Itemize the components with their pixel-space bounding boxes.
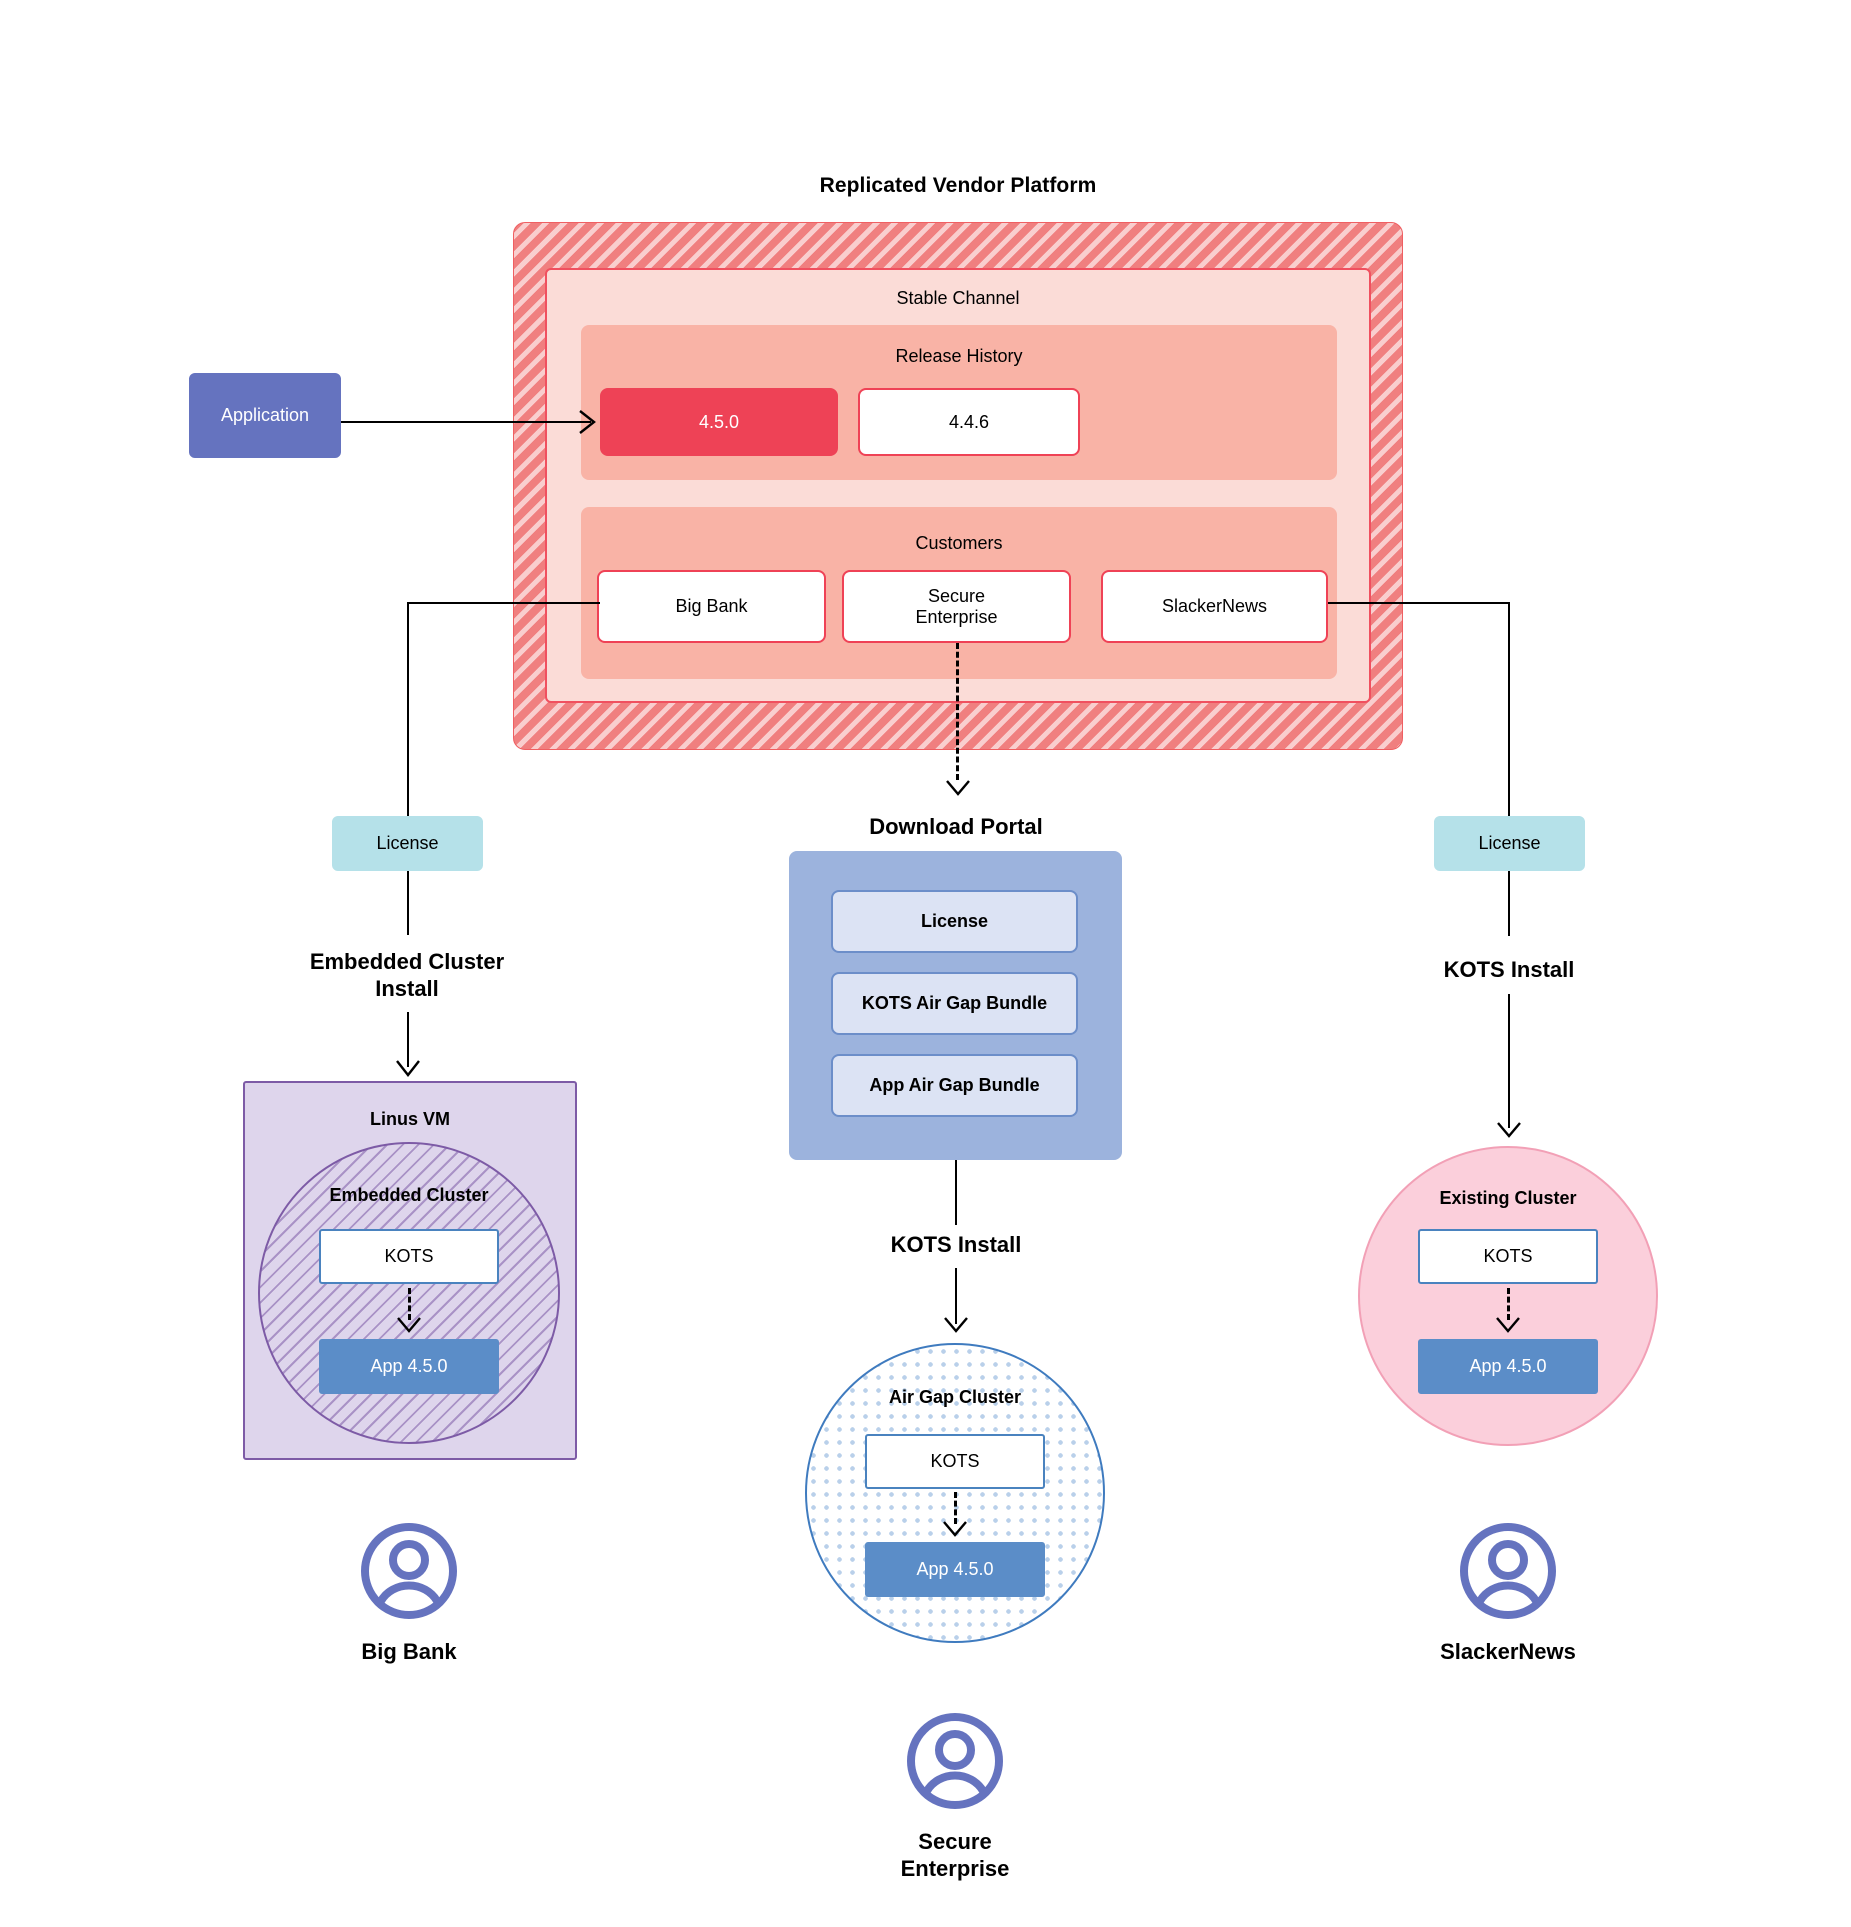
download-portal-title: Download Portal: [869, 814, 1043, 840]
left-install-label-line2: Install: [375, 976, 439, 1001]
arrowhead-to-download-portal: [946, 780, 970, 796]
license-badge-left[interactable]: License: [332, 816, 483, 871]
connector-kots-to-app-right: [1507, 1288, 1510, 1320]
connector-portal-vertical-lower: [955, 1268, 957, 1324]
kots-box-right[interactable]: KOTS: [1418, 1229, 1598, 1284]
customer-card-big-bank[interactable]: Big Bank: [597, 570, 826, 643]
portal-item-kots-air-gap-bundle[interactable]: KOTS Air Gap Bundle: [831, 972, 1078, 1035]
customer-card-line1: Secure: [927, 585, 986, 606]
persona-label-slackernews: SlackerNews: [1440, 1639, 1576, 1665]
connector-bigbank-horizontal: [408, 602, 600, 604]
connector-slackernews-vertical-lower: [1508, 994, 1510, 1128]
release-item-previous[interactable]: 4.4.6: [858, 388, 1080, 456]
arrowhead-to-existing-cluster: [1497, 1122, 1521, 1138]
page-title: Replicated Vendor Platform: [819, 174, 1097, 197]
app-version-box-right[interactable]: App 4.5.0: [1418, 1339, 1598, 1394]
connector-kots-to-app-center: [954, 1492, 957, 1524]
persona-label-line1: Secure: [918, 1828, 992, 1854]
portal-item-app-air-gap-bundle[interactable]: App Air Gap Bundle: [831, 1054, 1078, 1117]
stable-channel-label: Stable Channel: [896, 287, 1020, 308]
connector-slackernews-horizontal: [1328, 602, 1509, 604]
connector-slackernews-vertical-mid: [1508, 871, 1510, 936]
customer-card-line2: Enterprise: [915, 606, 998, 627]
portal-item-license[interactable]: License: [831, 890, 1078, 953]
release-item-current[interactable]: 4.5.0: [600, 388, 838, 456]
connector-kots-to-app-left: [408, 1288, 411, 1320]
arrowhead-kots-to-app-center: [943, 1521, 967, 1537]
app-version-box-center[interactable]: App 4.5.0: [865, 1542, 1045, 1597]
release-history-label: Release History: [895, 345, 1023, 366]
connector-bigbank-vertical-lower: [407, 1012, 409, 1067]
customer-card-slackernews[interactable]: SlackerNews: [1101, 570, 1328, 643]
connector-secure-enterprise-to-portal: [956, 643, 959, 780]
arrowhead-to-air-gap-cluster: [944, 1317, 968, 1333]
embedded-cluster-label: Embedded Cluster: [329, 1184, 489, 1205]
persona-label-line2: Enterprise: [900, 1856, 1010, 1881]
persona-label-big-bank: Big Bank: [361, 1639, 457, 1665]
existing-cluster-label: Existing Cluster: [1439, 1187, 1577, 1208]
kots-box-left[interactable]: KOTS: [319, 1229, 499, 1284]
left-install-label: Embedded Cluster Install: [257, 945, 557, 1005]
persona-avatar-big-bank: [359, 1521, 459, 1621]
connector-portal-vertical-upper: [955, 1160, 957, 1225]
persona-label-secure-enterprise: Secure Enterprise: [805, 1823, 1105, 1887]
arrowhead-kots-to-app-left: [397, 1317, 421, 1333]
app-version-box-left[interactable]: App 4.5.0: [319, 1339, 499, 1394]
kots-box-center[interactable]: KOTS: [865, 1434, 1045, 1489]
arrowhead-application-to-release: [579, 410, 596, 434]
customer-card-secure-enterprise[interactable]: Secure Enterprise: [842, 570, 1071, 643]
right-install-label: KOTS Install: [1443, 957, 1575, 983]
application-node[interactable]: Application: [189, 373, 341, 458]
air-gap-cluster-label: Air Gap Cluster: [888, 1386, 1022, 1407]
connector-bigbank-vertical-upper: [407, 602, 409, 816]
connector-application-to-release: [341, 421, 591, 423]
arrowhead-kots-to-app-right: [1496, 1317, 1520, 1333]
license-badge-right[interactable]: License: [1434, 816, 1585, 871]
persona-avatar-secure-enterprise: [905, 1711, 1005, 1811]
persona-avatar-slackernews: [1458, 1521, 1558, 1621]
connector-bigbank-vertical-mid: [407, 871, 409, 935]
linux-vm-label: Linus VM: [370, 1108, 450, 1129]
arrowhead-to-linux-vm: [396, 1060, 420, 1077]
connector-slackernews-vertical-upper: [1508, 602, 1510, 816]
left-install-label-line1: Embedded Cluster: [309, 948, 505, 974]
center-install-label: KOTS Install: [890, 1232, 1022, 1258]
customers-label: Customers: [915, 532, 1003, 553]
